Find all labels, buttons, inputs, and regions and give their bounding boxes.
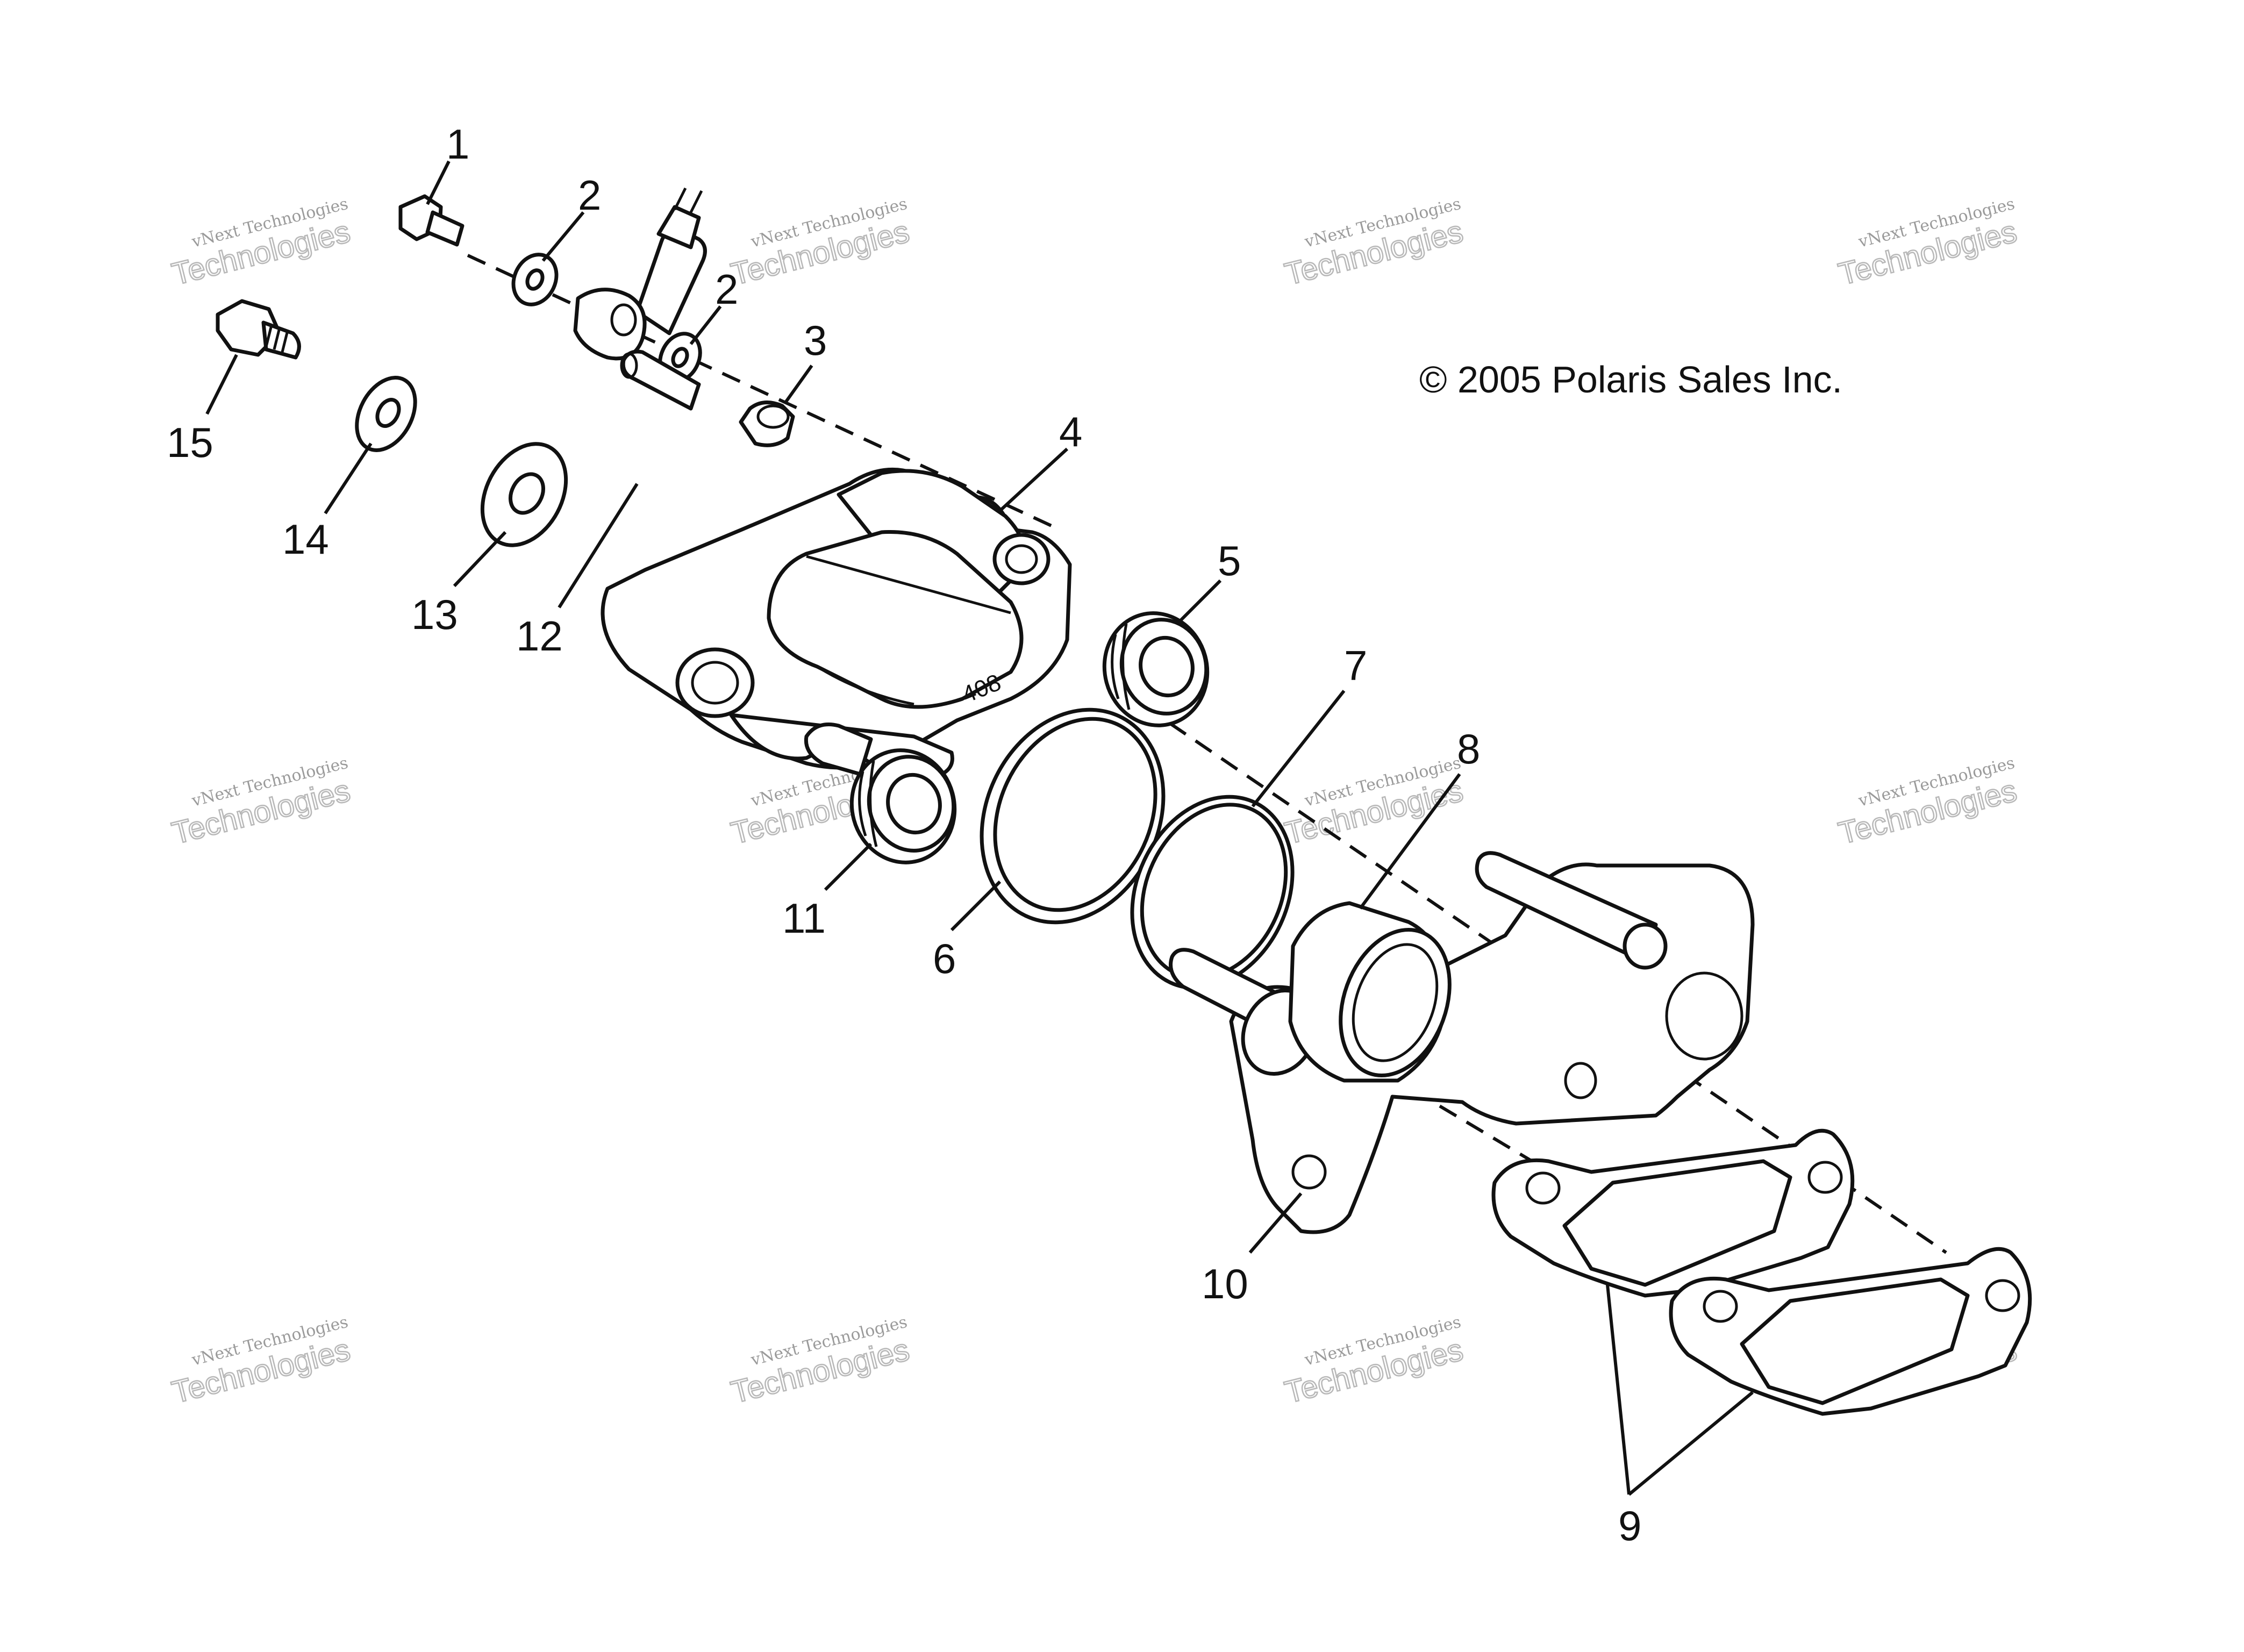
callout-1: 1 [446,120,469,168]
caliper-mount-hole-left [675,647,755,718]
pad-front-mount-right [1985,1279,2020,1312]
leader-9b [1628,1391,1754,1496]
part-2-washer-upper [511,253,559,306]
callout-13: 13 [411,591,458,638]
callout-8: 8 [1457,725,1480,773]
part-15-mounting-bolt [216,299,301,360]
part-9-brake-pad-rear [1491,1128,1855,1298]
caliper-mount-hole-right [992,533,1050,585]
part-11-dust-seal [804,723,957,864]
leader-13 [453,531,507,588]
part-7-dust-ring [1130,795,1295,990]
brake-line-banjo-fitting [573,187,707,361]
slide-pin-boot [804,723,873,776]
piston-face-inner [1352,943,1439,1062]
brake-line-tube [673,187,703,213]
pad-rear-mount-right [1807,1161,1843,1194]
bracket-hole-small [1564,1062,1597,1099]
callout-3: 3 [804,317,827,364]
leader-11 [824,842,873,891]
leader-5 [1176,579,1222,625]
part-6-piston-seal [980,707,1166,925]
pad-rear-mount-left [1525,1171,1561,1205]
callout-11: 11 [782,895,826,942]
callout-15: 15 [167,419,213,466]
leader-14 [324,442,373,514]
callout-4: 4 [1059,408,1082,455]
leader-12 [558,483,639,609]
callout-14: 14 [282,516,329,563]
mounting-bolt-shank [261,320,301,360]
part-13-flat-washer [480,442,568,547]
leader-10 [1248,1192,1303,1254]
callout-2-upper: 2 [578,171,601,219]
leader-3 [783,364,813,404]
callout-2-lower: 2 [715,266,738,313]
part-12-slide-pin [620,349,701,411]
callout-10: 10 [1202,1260,1248,1307]
caliper-ridge [806,555,1011,706]
watermark: vNext Technologies Technologies [1281,195,1467,292]
part-14-lock-washer [355,376,417,452]
bracket-hole-lower [1291,1154,1327,1190]
leader-8 [1359,773,1461,910]
watermark: vNext Technologies Technologies [1834,754,2021,852]
leader-4 [998,447,1069,512]
caliper-mount-hole-right-inner [1005,544,1038,574]
banjo-eye-hole [610,303,637,337]
leader-lines [205,160,1754,1496]
part-5-dust-seal [1102,611,1210,727]
banjo-bolt-shank [425,210,464,247]
part-8-piston [1288,901,1452,1083]
watermark: vNext Technologies Technologies [1281,754,1467,852]
callout-5: 5 [1218,537,1241,584]
leader-2a [541,211,585,262]
callout-9: 9 [1618,1502,1641,1549]
leader-1 [426,160,451,205]
bracket-guide-pin-upper-end [1623,922,1668,970]
brake-line-hose [635,228,707,335]
watermark: vNext Technologies Technologies [727,1313,913,1411]
part-4-caliper-body: 408 [601,467,1072,782]
callout-12: 12 [516,612,563,660]
watermark: vNext Technologies Technologies [168,754,354,852]
pad-friction-rear [1562,1159,1792,1287]
leader-15 [205,354,238,415]
caliper-piston-housing [767,530,1024,709]
watermark: vNext Technologies Technologies [727,195,913,292]
copyright-notice: © 2005 Polaris Sales Inc. [1419,359,1842,401]
leader-9a [1606,1284,1631,1495]
part-9-brake-pad-front [1669,1247,2032,1416]
part-1-banjo-bolt [398,194,464,247]
mounting-bolt-threads [265,325,289,353]
leader-7 [1251,690,1346,807]
brake-line-ferrule [656,205,701,249]
bracket-hole-large [1665,971,1743,1061]
pad-friction-front [1740,1277,1970,1405]
callout-labels: 1 2 2 3 4 5 6 7 8 9 10 11 12 13 14 15 [167,120,1641,1549]
leader-2b [689,305,722,345]
callout-7: 7 [1344,642,1367,689]
bracket-plate [1229,862,1755,1234]
leader-6 [950,880,1002,932]
piston-face [1339,927,1452,1078]
watermark: vNext Technologies Technologies [168,195,354,292]
watermark: vNext Technologies Technologies [1281,1313,1467,1411]
part-3-bleeder-cap [739,401,795,447]
watermark: vNext Technologies Technologies [1834,195,2021,292]
pad-front-mount-left [1703,1290,1738,1323]
watermark: vNext Technologies Technologies [168,1313,354,1411]
caliper-mount-hole-left-inner [691,661,739,705]
callout-6: 6 [933,935,956,982]
